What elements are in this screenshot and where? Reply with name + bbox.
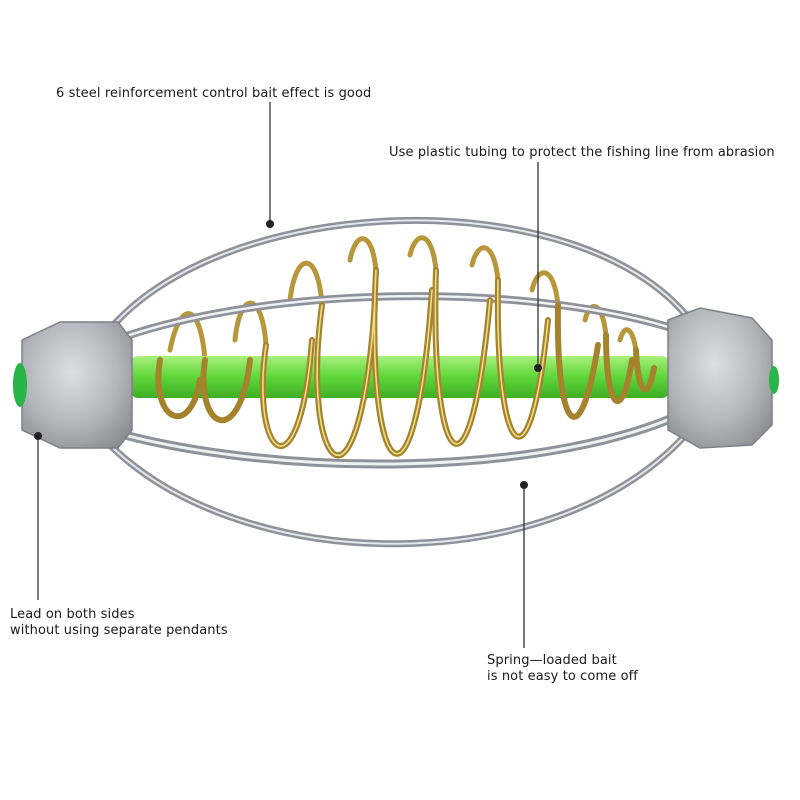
spring-coil-front: [155, 267, 657, 459]
steel-ribs-back: [86, 216, 709, 354]
lead-sides-line-1: Lead on both sides: [10, 607, 135, 622]
green-bead-left: [13, 363, 27, 407]
plastic-tubing-label: Use plastic tubing to protect the fishin…: [389, 145, 775, 161]
steel-reinforcement-text: 6 steel reinforcement control bait effec…: [56, 86, 372, 101]
plastic-tubing-text: Use plastic tubing to protect the fishin…: [389, 145, 775, 160]
spring-bait-line-2: is not easy to come off: [487, 669, 638, 684]
lead-sides-line-2: without using separate pendants: [10, 623, 228, 638]
steel-reinforcement-label: 6 steel reinforcement control bait effec…: [56, 86, 371, 102]
spring-bait-line-1: Spring—loaded bait: [487, 653, 617, 668]
green-bead-right: [769, 366, 779, 394]
lead-weight-left: [13, 321, 133, 449]
spring-coil-back: [167, 235, 639, 363]
callout-lines: [37, 102, 539, 648]
lead-weight-right: [667, 307, 779, 449]
spring-bait-label: Spring—loaded bait is not easy to come o…: [487, 653, 638, 685]
callout-dots: [34, 220, 542, 489]
lead-sides-label: Lead on both sides without using separat…: [10, 607, 228, 639]
steel-ribs-front: [85, 400, 705, 548]
